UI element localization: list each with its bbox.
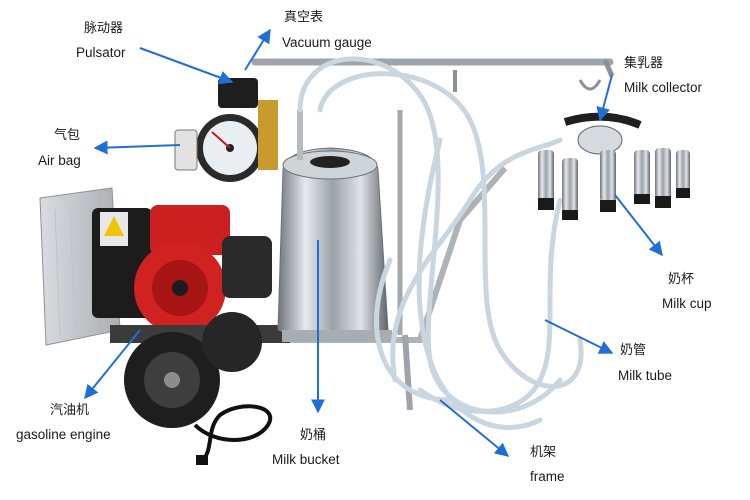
milk-collector-label-zh: 集乳器 [624, 56, 664, 71]
milk-tubes [297, 56, 584, 430]
arrow-milk-tube [544, 319, 614, 354]
milk-bucket-label-en: Milk bucket [272, 452, 340, 467]
arrow-air-bag [93, 140, 181, 155]
wheel [124, 312, 262, 428]
air-bag-label-zh: 气包 [54, 128, 81, 143]
milk-bucket-label-zh: 奶桶 [300, 428, 327, 443]
arrow-vacuum-gauge [244, 28, 271, 71]
pulsator-head [174, 78, 278, 182]
pulsator-label-zh: 脉动器 [84, 21, 124, 36]
arrow-frame [439, 399, 510, 457]
arrow-milk-collector [596, 74, 613, 122]
milk-cups [538, 148, 690, 220]
frame-label-en: frame [530, 469, 565, 484]
gasoline-engine [92, 205, 272, 334]
gasoline-engine-label-en: gasoline engine [16, 427, 111, 442]
arrow-milk-cup [614, 194, 663, 257]
arrow-pulsator [139, 47, 234, 85]
arrow-gasoline-engine [84, 329, 141, 400]
milk-cup-label-zh: 奶杯 [668, 272, 695, 287]
power-cable [193, 404, 273, 464]
milk-cup-label-en: Milk cup [662, 296, 712, 311]
air-bag-label-en: Air bag [38, 153, 81, 168]
frame-label-zh: 机架 [530, 445, 557, 460]
vacuum-gauge-label-zh: 真空表 [284, 10, 324, 25]
annotation-arrows [84, 28, 663, 457]
pulsator-label-en: Pulsator [76, 45, 126, 60]
vacuum-gauge-label-en: Vacuum gauge [282, 35, 372, 50]
gasoline-engine-label-zh: 汽油机 [50, 403, 90, 418]
milk-tube-label-zh: 奶管 [620, 343, 647, 358]
milk-bucket [277, 110, 392, 342]
milk-tube-label-en: Milk tube [618, 368, 673, 383]
milk-collector-label-en: Milk collector [624, 80, 703, 95]
